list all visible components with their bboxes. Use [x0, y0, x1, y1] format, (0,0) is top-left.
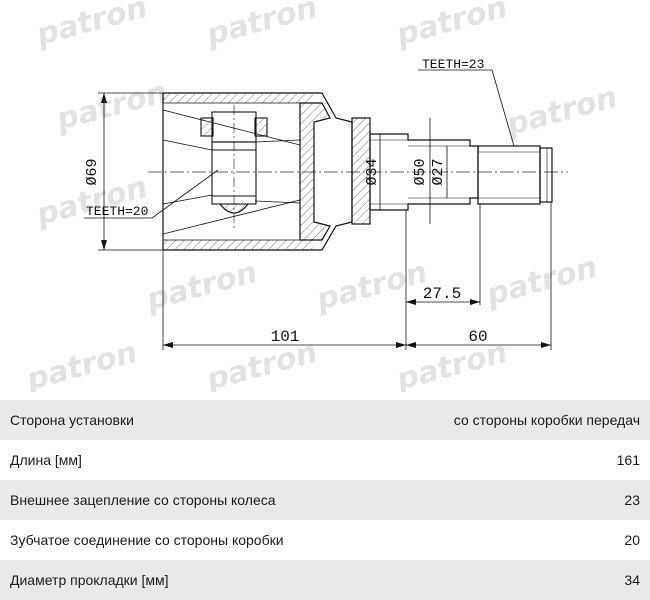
watermark: patron [502, 80, 621, 143]
spec-value: 161 [381, 440, 650, 480]
watermark: patron [202, 335, 321, 392]
diameter-27-label: Ø27 [430, 158, 447, 185]
table-row: Зубчатое соединение со стороны коробки 2… [0, 520, 650, 560]
cv-joint-drawing: patron patron patron patron patron patro… [22, 0, 621, 392]
watermark: patron [392, 0, 511, 53]
spec-label: Внешнее зацепление со стороны колеса [0, 480, 382, 520]
watermark: patron [22, 335, 141, 392]
spec-label: Длина [мм] [0, 440, 382, 480]
watermark: patron [482, 250, 601, 313]
diameter-34-label: Ø34 [364, 158, 381, 185]
watermark-group: patron patron patron patron patron patro… [22, 0, 621, 392]
spec-value: 20 [381, 520, 650, 560]
dimension-arrows [101, 93, 551, 348]
technical-drawing-svg: patron patron patron patron patron patro… [22, 0, 621, 392]
tripod-roller [200, 105, 268, 230]
dim-60-label: 60 [468, 328, 487, 346]
dimension-lines [84, 69, 552, 350]
dim-101-label: 101 [271, 328, 300, 346]
teeth-outer-label: TEETH=23 [422, 57, 484, 72]
spec-value: со стороны коробки передач [381, 400, 650, 440]
specs-table: Сторона установки со стороны коробки пер… [0, 400, 650, 600]
watermark: patron [52, 75, 171, 138]
watermark: patron [312, 255, 431, 318]
outer-shaft [351, 117, 553, 225]
watermark: patron [202, 0, 321, 53]
spec-value: 34 [381, 560, 650, 600]
joint-housing [162, 92, 353, 251]
watermark: patron [32, 0, 151, 53]
spec-label: Сторона установки [0, 400, 382, 440]
table-row: Длина [мм] 161 [0, 440, 650, 480]
table-row: Сторона установки со стороны коробки пер… [0, 400, 650, 440]
table-row: Диаметр прокладки [мм] 34 [0, 560, 650, 600]
spec-label: Зубчатое соединение со стороны коробки [0, 520, 382, 560]
diameter-50-label: Ø50 [412, 158, 429, 185]
dim-27-5-label: 27.5 [423, 285, 461, 303]
diameter-69-label: Ø69 [84, 158, 101, 185]
table-row: Внешнее зацепление со стороны колеса 23 [0, 480, 650, 520]
watermark: patron [392, 335, 511, 392]
spec-label: Диаметр прокладки [мм] [0, 560, 382, 600]
teeth-inner-label: TEETH=20 [86, 204, 148, 219]
spec-value: 23 [381, 480, 650, 520]
watermark: patron [142, 255, 261, 318]
